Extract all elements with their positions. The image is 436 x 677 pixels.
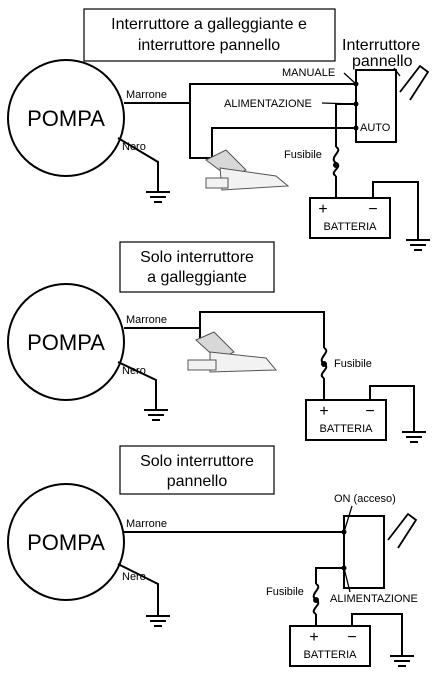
battery-label: BATTERIA xyxy=(320,423,374,435)
fuse-label: Fusibile xyxy=(284,149,322,161)
black-wire-label: Nero xyxy=(122,141,146,153)
power-label: ALIMENTAZIONE xyxy=(224,98,312,110)
title-line-1: Solo interruttore xyxy=(140,249,254,266)
panel-switch xyxy=(341,512,418,589)
title-line-1: Solo interruttore xyxy=(140,453,254,470)
fuse-symbol xyxy=(332,146,340,177)
power-wire xyxy=(335,103,356,147)
on-label: ON (acceso) xyxy=(334,493,396,505)
battery: + − BATTERIA xyxy=(309,197,391,239)
float-wire xyxy=(211,127,356,158)
ground-symbol xyxy=(146,191,170,203)
battery: + − BATTERIA xyxy=(305,399,387,441)
black-wire xyxy=(117,137,159,192)
float-to-fuse-wire xyxy=(199,311,325,348)
diagram-panel-switch-only: Solo interruttore pannello POMPA Marrone… xyxy=(7,445,418,667)
pump-label: POMPA xyxy=(27,530,105,555)
battery-minus: − xyxy=(368,201,377,218)
pump-circle xyxy=(7,59,125,177)
ground-symbol-battery xyxy=(406,239,430,251)
panel-switch-label-1: Interruttore xyxy=(342,37,420,54)
fuse-label: Fusibile xyxy=(266,586,304,598)
panel-switch xyxy=(353,64,430,143)
float-switch xyxy=(205,127,356,191)
brown-wire xyxy=(124,327,201,338)
brown-wire-label: Marrone xyxy=(126,518,167,530)
title-box xyxy=(119,445,275,495)
battery-label: BATTERIA xyxy=(304,649,358,661)
title-line-2: interruttore pannello xyxy=(138,37,280,54)
power-wire xyxy=(315,567,344,584)
battery-minus: − xyxy=(365,403,374,420)
panel-switch-label-2: pannello xyxy=(352,53,413,70)
battery: + − BATTERIA xyxy=(289,625,371,667)
battery-ground-wire xyxy=(372,181,419,240)
brown-wire-label: Marrone xyxy=(126,89,167,101)
black-wire xyxy=(117,361,157,410)
pump-circle xyxy=(7,483,125,601)
ground-symbol-battery xyxy=(390,655,414,667)
battery-plus: + xyxy=(318,201,327,218)
battery-ground-wire xyxy=(351,613,403,656)
pump-label: POMPA xyxy=(27,106,105,131)
float-switch xyxy=(187,331,278,373)
diagram-float-switch-only: Solo interruttore a galleggiante POMPA M… xyxy=(7,241,426,443)
brown-wire-label: Marrone xyxy=(126,314,167,326)
pump-label: POMPA xyxy=(27,330,105,355)
title-line-1: Interruttore a galleggiante e xyxy=(111,16,307,33)
ground-symbol-battery xyxy=(402,431,426,443)
auto-label: AUTO xyxy=(360,122,391,134)
pump-circle xyxy=(7,283,125,401)
power-label: ALIMENTAZIONE xyxy=(330,593,418,605)
battery-ground-wire xyxy=(369,385,415,432)
fuse-label: Fusibile xyxy=(334,358,372,370)
battery-plus: + xyxy=(319,403,328,420)
manual-wire xyxy=(189,83,356,103)
title-box xyxy=(83,8,336,62)
battery-minus: − xyxy=(347,629,356,646)
battery-plus: + xyxy=(309,629,318,646)
battery-label: BATTERIA xyxy=(324,221,378,233)
diagram-float-and-panel-switch: Interruttore a galleggiante e interrutto… xyxy=(7,8,430,251)
black-wire-label: Nero xyxy=(122,365,146,377)
title-box xyxy=(119,241,275,293)
black-wire-label: Nero xyxy=(122,571,146,583)
ground-symbol xyxy=(146,615,170,627)
black-wire xyxy=(117,563,159,616)
brown-wire xyxy=(124,102,212,159)
title-line-2: pannello xyxy=(167,473,228,490)
title-line-2: a galleggiante xyxy=(147,269,247,286)
ground-symbol xyxy=(144,409,168,421)
manual-label: MANUALE xyxy=(282,67,335,79)
